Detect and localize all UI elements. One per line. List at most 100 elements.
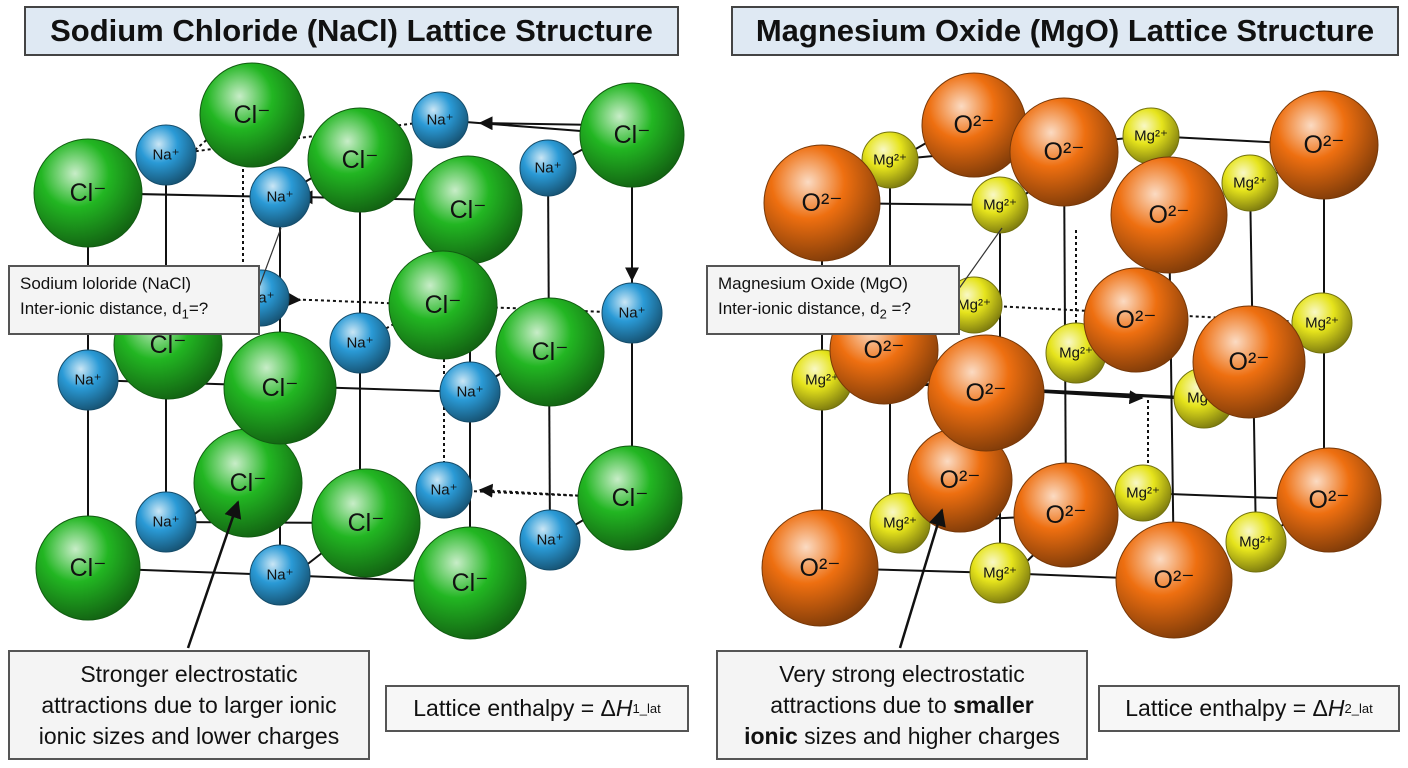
mgo-cation-sphere: Mg²⁺: [869, 492, 931, 554]
nacl-cation-sphere: Na⁺: [519, 509, 581, 571]
nacl-attraction-arrow: [478, 483, 621, 499]
mgo-cation-label: Mg²⁺: [1305, 315, 1339, 332]
mgo-attraction-note: Very strong electrostatic attractions du…: [716, 650, 1088, 760]
mgo-cation-sphere: Mg²⁺: [1221, 154, 1279, 212]
nacl-cation-sphere: Na⁺: [135, 124, 197, 186]
mgo-anion-sphere: O²⁻: [907, 427, 1013, 533]
nacl-anion-label: Cl⁻: [452, 569, 489, 597]
nacl-anion-sphere: Cl⁻: [223, 331, 337, 445]
mgo-anion-label: O²⁻: [966, 379, 1007, 407]
mgo-anion-label: O²⁻: [1116, 306, 1157, 334]
nacl-anion-label: Cl⁻: [234, 101, 271, 129]
mgo-note-line1: Very strong electrostatic: [779, 660, 1025, 687]
nacl-anion-label: Cl⁻: [450, 196, 487, 224]
nacl-cation-sphere: Na⁺: [415, 461, 473, 519]
mgo-cation-label: Mg²⁺: [1134, 128, 1168, 145]
mgo-anion-label: O²⁻: [802, 189, 843, 217]
mgo-cation-sphere: Mg²⁺: [1114, 464, 1172, 522]
nacl-cation-sphere: Na⁺: [329, 312, 391, 374]
nacl-anion-sphere: Cl⁻: [193, 428, 303, 538]
mgo-cation-label: Mg²⁺: [983, 197, 1017, 214]
mgo-note-line3: ionic sizes and higher charges: [744, 722, 1060, 749]
nacl-cation-sphere: Na⁺: [135, 491, 197, 553]
nacl-cation-sphere: Na⁺: [411, 91, 469, 149]
nacl-cation-label: Na⁺: [618, 305, 645, 322]
nacl-cation-sphere: Na⁺: [519, 139, 577, 197]
nacl-anion-sphere: Cl⁻: [413, 526, 527, 640]
mgo-cation-label: Mg²⁺: [957, 297, 991, 314]
mgo-anion-label: O²⁻: [940, 466, 981, 494]
mgo-cation-label: Mg²⁺: [883, 515, 917, 532]
mgo-anion-sphere: O²⁻: [1269, 90, 1379, 200]
mgo-cation-sphere: Mg²⁺: [1225, 511, 1287, 573]
mgo-anion-sphere: O²⁻: [763, 144, 881, 262]
mgo-cation-label: Mg²⁺: [1239, 534, 1273, 551]
nacl-cation-label: Na⁺: [456, 384, 483, 401]
mgo-anion-sphere: O²⁻: [927, 334, 1045, 452]
mgo-anion-label: O²⁻: [1229, 348, 1270, 376]
mgo-distance-callout: Magnesium Oxide (MgO) Inter-ionic distan…: [706, 265, 960, 335]
nacl-anion-sphere: Cl⁻: [199, 62, 305, 168]
mgo-anion-label: O²⁻: [800, 554, 841, 582]
mgo-anion-sphere: O²⁻: [1192, 305, 1306, 419]
nacl-cation-sphere: Na⁺: [249, 544, 311, 606]
nacl-note-line3: ionic sizes and lower charges: [38, 722, 340, 749]
nacl-note-line1: Stronger electrostatic: [80, 660, 298, 687]
mgo-anion-sphere: O²⁻: [1013, 462, 1119, 568]
mgo-anion-sphere: O²⁻: [921, 72, 1027, 178]
mgo-anion-sphere: O²⁻: [1110, 156, 1228, 274]
nacl-anion-label: Cl⁻: [342, 146, 379, 174]
nacl-callout-line2: Inter-ionic distance, d1=?: [20, 299, 209, 322]
mgo-anion-label: O²⁻: [1309, 486, 1350, 514]
nacl-anion-sphere: Cl⁻: [495, 297, 605, 407]
nacl-anion-sphere: Cl⁻: [577, 445, 683, 551]
mgo-cation-label: Mg²⁺: [805, 372, 839, 389]
mgo-anion-label: O²⁻: [1044, 138, 1085, 166]
nacl-pointer-arrow: [186, 500, 242, 649]
nacl-bond-line: [260, 297, 633, 314]
nacl-anion-sphere: Cl⁻: [311, 468, 421, 578]
nacl-anion-label: Cl⁻: [230, 469, 267, 497]
nacl-anion-sphere: Cl⁻: [307, 107, 413, 213]
nacl-cation-label: Na⁺: [536, 532, 563, 549]
mgo-title: Magnesium Oxide (MgO) Lattice Structure: [731, 6, 1399, 56]
mgo-cation-label: Mg²⁺: [1126, 485, 1160, 502]
mgo-panel: Mg²⁺ Mg²⁺ Mg²⁺ Mg²⁺ Mg²⁺ Mg²⁺ Mg²⁺ Mg²⁺ Mg²⁺ Mg²⁺…: [704, 0, 1408, 768]
nacl-cation-label: Na⁺: [266, 189, 293, 206]
nacl-title: Sodium Chloride (NaCl) Lattice Structure: [24, 6, 679, 56]
nacl-cation-label: Na⁺: [534, 160, 561, 177]
mgo-cation-label: Mg²⁺: [1059, 345, 1093, 362]
nacl-anion-label: Cl⁻: [70, 554, 107, 582]
nacl-note-line2: attractions due to larger ionic: [41, 691, 337, 718]
nacl-anion-label: Cl⁻: [614, 121, 651, 149]
mgo-anion-label: O²⁻: [1304, 131, 1345, 159]
mgo-pointer-arrow: [898, 508, 946, 649]
nacl-cation-sphere: Na⁺: [249, 166, 311, 228]
nacl-anion-label: Cl⁻: [612, 484, 649, 512]
nacl-title-text: Sodium Chloride (NaCl) Lattice Structure: [50, 13, 653, 48]
mgo-anion-label: O²⁻: [1154, 566, 1195, 594]
mgo-cation-sphere: Mg²⁺: [969, 542, 1031, 604]
mgo-callout-line2: Inter-ionic distance, d2 =?: [718, 299, 911, 322]
nacl-cation-label: Na⁺: [74, 372, 101, 389]
nacl-distance-callout: Sodium loloride (NaCl) Inter-ionic dista…: [8, 265, 260, 335]
mgo-cation-sphere: Mg²⁺: [1122, 107, 1180, 165]
mgo-anion-label: O²⁻: [864, 336, 905, 364]
mgo-anion-sphere: O²⁻: [1083, 267, 1189, 373]
nacl-bond-line: [443, 489, 631, 499]
mgo-anion-label: O²⁻: [1149, 201, 1190, 229]
nacl-attraction-note: Stronger electrostatic attractions due t…: [8, 650, 370, 760]
nacl-cation-sphere: Na⁺: [57, 349, 119, 411]
mgo-anion-label: O²⁻: [1046, 501, 1087, 529]
nacl-attraction-arrow: [478, 116, 601, 131]
mgo-cation-sphere: Mg²⁺: [861, 131, 919, 189]
nacl-panel: Na⁺Na⁺Na⁺Na⁺Na⁺Na⁺Na⁺Na⁺Na⁺Na⁺Na⁺Na⁺Na⁺C…: [8, 6, 689, 760]
nacl-anion-label: Cl⁻: [425, 291, 462, 319]
nacl-anion-label: Cl⁻: [348, 509, 385, 537]
nacl-anion-label: Cl⁻: [150, 331, 187, 359]
mgo-note-line2: attractions due to smaller: [770, 691, 1034, 718]
nacl-anion-sphere: Cl⁻: [579, 82, 685, 188]
mgo-callout-leader: [957, 227, 1003, 291]
mgo-anion-label: O²⁻: [954, 111, 995, 139]
